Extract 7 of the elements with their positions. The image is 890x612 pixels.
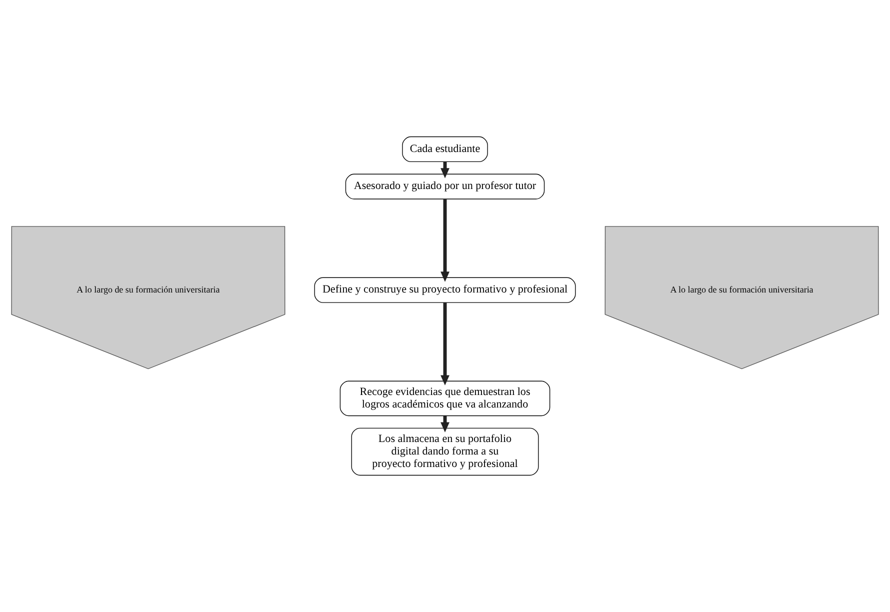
node-box: Cada estudiante	[402, 136, 488, 162]
node-box: Asesorado y guiado por un profesor tutor	[345, 174, 545, 200]
arrow	[440, 302, 450, 386]
node-box: Los almacena en su portafolio digital dando forma a su proyecto formativo y profesional	[351, 428, 539, 476]
node-box: Recoge evidencias que demuestran los logros académicos que va alcanzando	[340, 380, 550, 416]
arrow	[440, 199, 450, 282]
node-box: Define y construye su proyecto formativo y profesional	[314, 277, 576, 303]
